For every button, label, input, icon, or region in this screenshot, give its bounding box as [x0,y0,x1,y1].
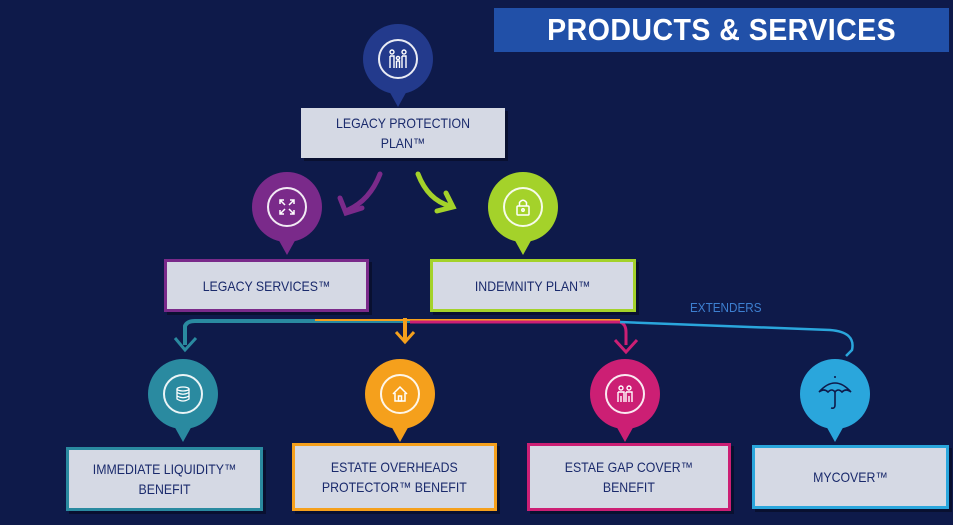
family-icon [378,39,418,79]
mycover-box: MYCOVER™ [752,445,949,509]
arrow-to-indemnity [415,171,453,209]
arrow-to-legacy-services [345,171,383,213]
gap-cover-box: ESTAE GAP COVER™ BENEFIT [527,443,731,511]
legacy-protection-box: LEGACY PROTECTION PLAN™ [301,108,505,158]
bar-liquidity [183,319,620,345]
legacy-services-pin [252,172,322,255]
umbrella-icon [815,372,855,417]
lock-icon [503,187,543,227]
indemnity-plan-box: INDEMNITY PLAN™ [430,259,636,312]
legacy-services-box: LEGACY SERVICES™ [164,259,369,312]
bar-mycover [619,320,854,357]
gap-cover-pin [590,359,660,442]
bar-gap-cover [410,320,628,345]
indemnity-pin [488,172,558,255]
immediate-liquidity-box: IMMEDIATE LIQUIDITY™ BENEFIT [66,447,263,511]
extenders-label: EXTENDERS [690,300,762,315]
legacy-protection-pin [363,24,433,107]
coins-icon [163,374,203,414]
expand-arrows-icon [267,187,307,227]
page-title: PRODUCTS & SERVICES [547,12,896,47]
couple-icon [605,374,645,414]
page-title-bar: PRODUCTS & SERVICES [494,8,949,52]
estate-overheads-box: ESTATE OVERHEADS PROTECTOR™ BENEFIT [292,443,497,511]
house-icon [380,374,420,414]
mycover-pin [800,359,870,442]
estate-overheads-pin [365,359,435,442]
immediate-liquidity-pin [148,359,218,442]
